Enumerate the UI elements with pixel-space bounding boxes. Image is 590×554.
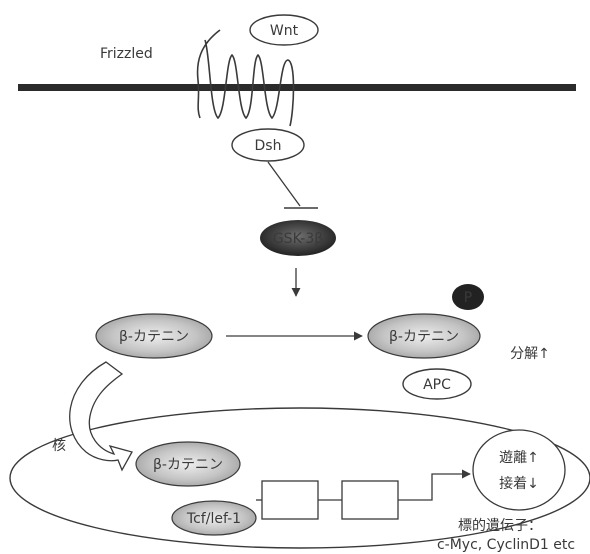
adhesion-label: 接着↓ <box>499 475 539 492</box>
nucleus-label: 核 <box>52 438 66 454</box>
apc-label: APC <box>423 377 451 393</box>
frizzled-label: Frizzled <box>100 46 153 62</box>
wnt-node: Wnt <box>250 15 318 45</box>
beta-catenin-phospho-label: β-カテニン <box>389 329 459 345</box>
beta-catenin-nucleus: β-カテニン <box>136 442 240 486</box>
gsk3-label: GSK-3β <box>273 231 323 247</box>
target-genes-list: c-Myc, CyclinD1 etc <box>437 537 575 553</box>
beta-catenin-nucleus-label: β-カテニン <box>153 457 223 473</box>
wnt-label: Wnt <box>270 23 299 39</box>
dsh-node: Dsh <box>232 129 304 161</box>
tcf-lef-node: Tcf/lef-1 <box>172 501 256 535</box>
translocation-arrow <box>70 362 132 470</box>
degradation-label: 分解↑ <box>510 346 550 362</box>
release-label: 遊離↑ <box>499 449 539 466</box>
phosphate-label: P <box>464 290 472 306</box>
beta-catenin-cytoplasm-label: β-カテニン <box>119 329 189 345</box>
cell-membrane <box>18 84 576 91</box>
inhibition-line <box>268 162 300 206</box>
beta-catenin-phospho: β-カテニン <box>368 314 480 358</box>
effects-node: 遊離↑ 接着↓ <box>473 430 565 510</box>
dna-box-2 <box>342 481 398 519</box>
target-genes-title: 標的遺伝子： <box>458 518 542 534</box>
tcf-lef-label: Tcf/lef-1 <box>186 511 241 527</box>
dsh-label: Dsh <box>255 138 282 154</box>
gsk3-node: GSK-3β <box>260 220 336 256</box>
transcription-arrow <box>398 474 470 500</box>
apc-node: APC <box>403 369 471 399</box>
phosphate-node: P <box>452 284 484 310</box>
beta-catenin-cytoplasm: β-カテニン <box>96 314 212 358</box>
dna-box-1 <box>262 481 318 519</box>
